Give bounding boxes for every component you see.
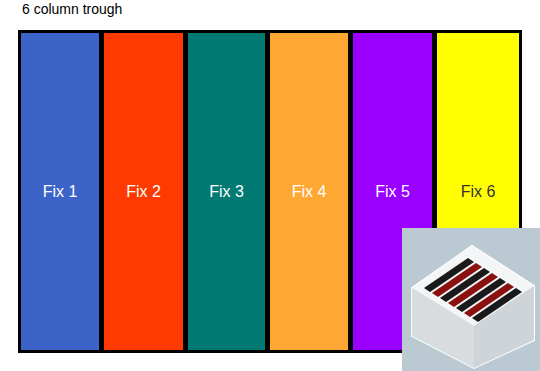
- diagram-title: 6 column trough: [22, 1, 122, 17]
- column-label: Fix 5: [375, 183, 410, 201]
- trough-column: Fix 4: [267, 30, 351, 353]
- column-label: Fix 3: [209, 183, 244, 201]
- trough-photo: [402, 228, 540, 371]
- trough-column: Fix 1: [18, 30, 102, 353]
- column-label: Fix 6: [461, 183, 496, 201]
- trough-column: Fix 2: [101, 30, 186, 353]
- trough-column: Fix 3: [185, 30, 268, 353]
- column-label: Fix 1: [43, 183, 78, 201]
- column-label: Fix 4: [292, 183, 327, 201]
- column-label: Fix 2: [126, 183, 161, 201]
